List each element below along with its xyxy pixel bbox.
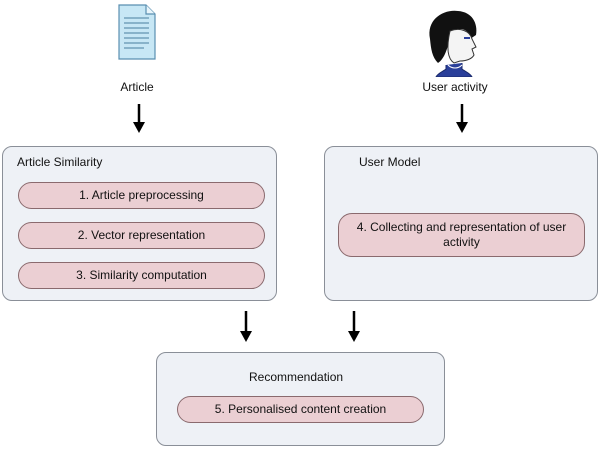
user-head-icon bbox=[429, 10, 477, 77]
article-similarity-title: Article Similarity bbox=[17, 155, 103, 169]
arrow-user-model-to-recommendation bbox=[348, 311, 360, 342]
arrow-article-to-similarity bbox=[133, 104, 145, 133]
step-similarity-computation: 3. Similarity computation bbox=[18, 262, 265, 289]
article-similarity-panel: Article Similarity 1. Article preprocess… bbox=[2, 146, 277, 301]
document-icon bbox=[118, 4, 156, 60]
arrow-user-to-model bbox=[456, 104, 468, 133]
step-article-preprocessing: 1. Article preprocessing bbox=[18, 182, 265, 209]
article-label: Article bbox=[120, 80, 154, 94]
user-activity-label: User activity bbox=[422, 80, 488, 94]
step-collecting-user-activity: 4. Collecting and representation of user… bbox=[338, 213, 585, 257]
user-model-panel: User Model 4. Collecting and representat… bbox=[324, 146, 598, 301]
recommendation-title: Recommendation bbox=[249, 370, 344, 384]
user-model-title: User Model bbox=[359, 155, 421, 169]
arrow-similarity-to-recommendation bbox=[240, 311, 252, 342]
step-vector-representation: 2. Vector representation bbox=[18, 222, 265, 249]
step-personalised-content-creation: 5. Personalised content creation bbox=[177, 396, 424, 423]
recommendation-panel: Recommendation 5. Personalised content c… bbox=[156, 352, 445, 446]
